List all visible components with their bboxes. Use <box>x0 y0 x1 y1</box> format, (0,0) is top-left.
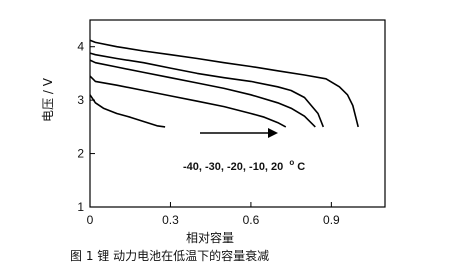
discharge-curve-4 <box>89 52 325 128</box>
figure-caption-text: 锂 动力电池在低温下的容量衰减 <box>97 249 270 263</box>
annotation-text: -40, -30, -20, -10, 20 o C <box>183 156 305 173</box>
discharge-curve-1 <box>89 94 166 128</box>
y-tick-label: 3 <box>77 93 84 107</box>
annotation-values: -40, -30, -20, -10, 20 <box>183 161 283 173</box>
x-tick-label: 0.3 <box>162 213 179 227</box>
y-axis-title: 电压 / V <box>41 77 55 122</box>
x-axis-title: 相对容量 <box>186 230 234 245</box>
x-tick-label: 0 <box>87 213 94 227</box>
y-axis-ticks: 1 2 3 4 <box>77 40 95 214</box>
y-tick-label: 1 <box>77 200 84 214</box>
discharge-curve-2 <box>89 75 287 128</box>
discharge-curve-5 <box>89 39 359 128</box>
series-group <box>89 39 359 128</box>
y-tick-label: 4 <box>77 40 84 54</box>
y-tick-label: 2 <box>77 147 84 161</box>
plot-frame <box>89 19 386 208</box>
figure-caption: 图 1 锂 动力电池在低温下的容量衰减 <box>70 247 269 264</box>
x-tick-label: 0.9 <box>323 213 340 227</box>
annotation-degree: o <box>289 158 294 167</box>
temperature-annotation: -40, -30, -20, -10, 20 o C <box>183 128 305 173</box>
discharge-curve-3 <box>89 59 316 128</box>
figure-label: 图 1 <box>70 249 94 263</box>
annotation-arrow-head <box>268 128 278 138</box>
x-axis-ticks: 0 0.3 0.6 0.9 <box>87 202 340 227</box>
annotation-unit: C <box>297 161 305 173</box>
x-tick-label: 0.6 <box>243 213 260 227</box>
